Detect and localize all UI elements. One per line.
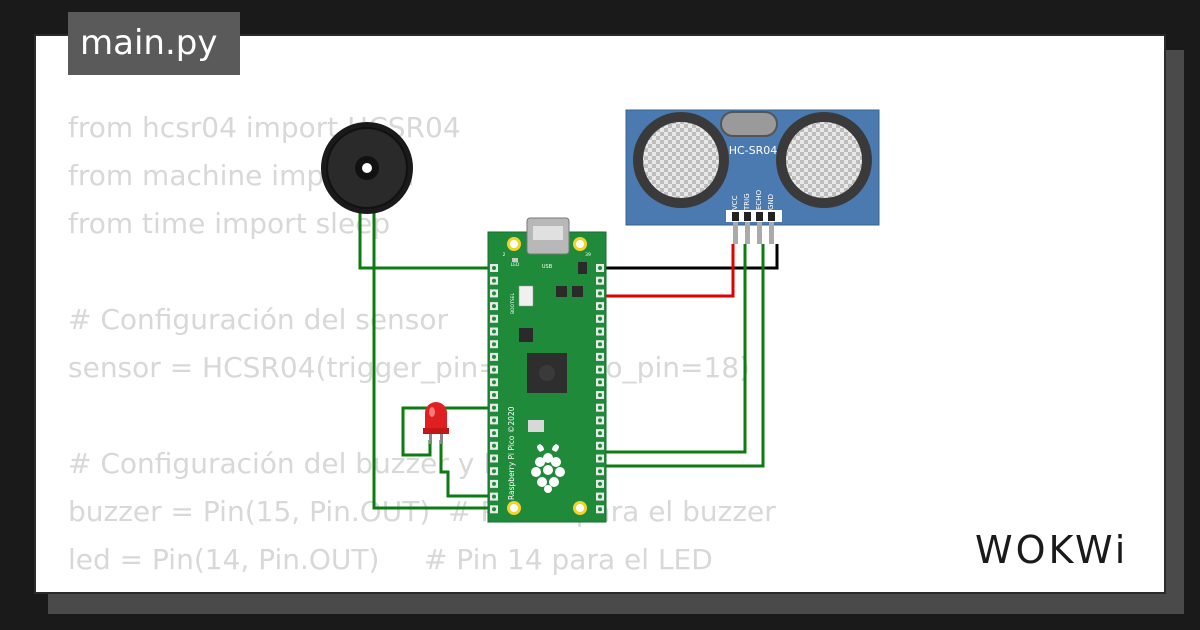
sensor-pin-vcc-label: VCC	[731, 195, 739, 210]
header-pin-hole	[598, 316, 602, 321]
header-pin-hole	[492, 431, 496, 436]
header-pin-hole	[492, 405, 496, 410]
usb-label: USB	[542, 264, 553, 270]
code-line: from time import sleep	[68, 207, 391, 240]
header-pin-hole	[598, 266, 602, 270]
header-pin-hole	[598, 507, 602, 512]
sensor-pin-gnd-label: GND	[767, 194, 775, 210]
header-pin-hole	[598, 481, 602, 486]
pin-number-left: 2	[503, 252, 506, 258]
header-pin-hole	[492, 494, 496, 499]
bootsel-label: BOOTSEL	[510, 292, 516, 314]
header-pin-hole	[598, 393, 602, 397]
red-led[interactable]	[423, 402, 449, 444]
header-pin-hole	[492, 481, 496, 486]
header-pin-hole	[598, 380, 602, 385]
header-pin-hole	[598, 494, 602, 499]
raspberry-pi-pico[interactable]: USB LED 2 39 BOOTSEL Raspberry Pi P	[487, 217, 607, 523]
hc-sr04-sensor[interactable]: HC-SR04 VCC TRIG ECHO GND	[625, 109, 880, 244]
header-pin-hole	[492, 393, 496, 397]
header-pin-hole	[598, 291, 602, 296]
sensor-model-label: HC-SR04	[729, 144, 778, 157]
left-pin-header	[490, 264, 498, 514]
header-pin-hole	[492, 354, 496, 359]
header-pin-hole	[492, 380, 496, 385]
header-pin-hole	[492, 329, 496, 334]
buzzer[interactable]	[321, 122, 413, 214]
header-pin-hole	[598, 367, 602, 372]
header-pin-hole	[492, 266, 496, 270]
header-pin-hole	[598, 443, 602, 448]
header-pin-hole	[492, 278, 496, 283]
code-line: led = Pin(14, Pin.OUT) # Pin 14 para el …	[68, 543, 713, 576]
header-pin-hole	[598, 354, 602, 359]
code-line: # Configuración del sensor	[68, 303, 449, 336]
header-pin-hole	[598, 431, 602, 436]
wokwi-logo: WOKWi	[975, 528, 1129, 572]
header-pin-hole	[598, 278, 602, 283]
header-pin-hole	[492, 418, 496, 423]
header-pin-hole	[598, 405, 602, 410]
file-tab[interactable]: main.py	[68, 12, 240, 75]
header-pin-hole	[598, 329, 602, 334]
pico-board-text: Raspberry Pi Pico ©2020	[507, 406, 516, 500]
wires	[358, 210, 779, 510]
header-pin-hole	[492, 304, 496, 309]
right-pin-header	[596, 264, 604, 514]
header-pin-hole	[492, 316, 496, 321]
header-pin-hole	[598, 418, 602, 423]
header-pin-hole	[492, 469, 496, 474]
led-label: LED	[511, 262, 520, 268]
sensor-pin-trig-label: TRIG	[743, 193, 751, 211]
header-pin-hole	[598, 304, 602, 309]
sensor-pin-echo-label: ECHO	[755, 189, 763, 210]
header-pin-hole	[598, 342, 602, 347]
header-pin-hole	[492, 342, 496, 347]
header-pin-hole	[492, 456, 496, 461]
header-pin-hole	[598, 456, 602, 461]
pin-number-right: 39	[585, 252, 591, 258]
header-pin-hole	[492, 291, 496, 296]
header-pin-hole	[492, 367, 496, 372]
header-pin-hole	[598, 469, 602, 474]
header-pin-hole	[492, 443, 496, 448]
header-pin-hole	[492, 507, 496, 512]
